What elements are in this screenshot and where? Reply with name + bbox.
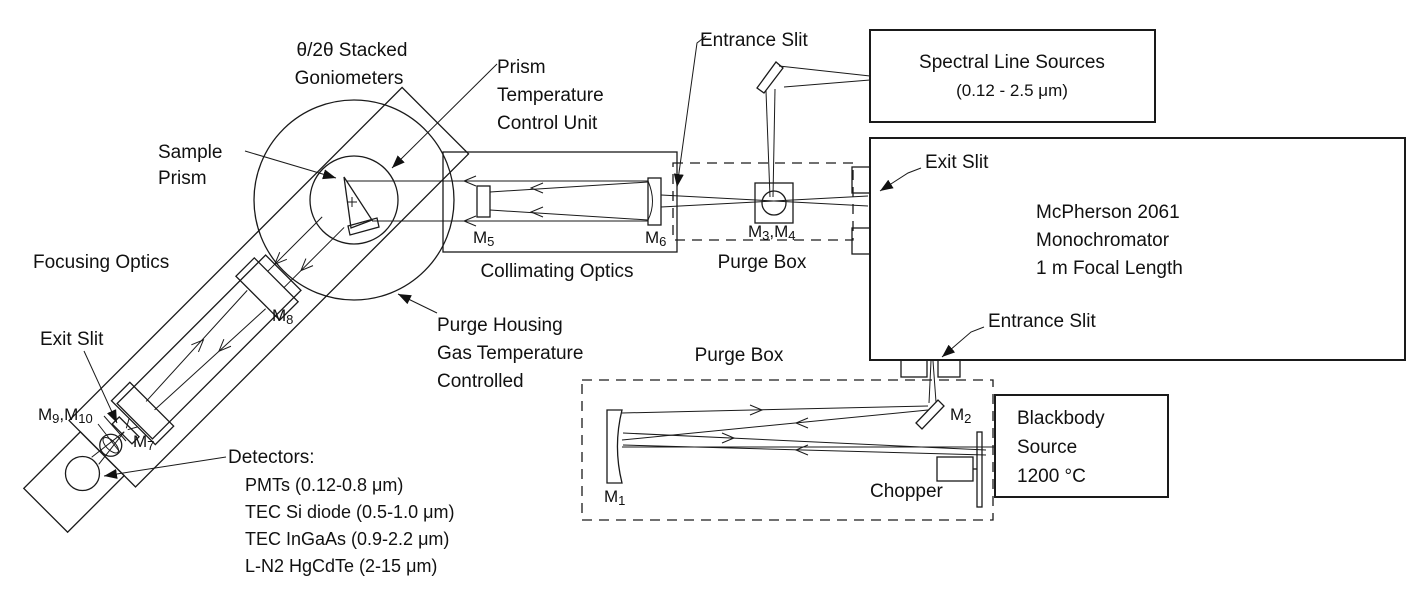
collimating-housing [442,151,678,253]
lens-inner [102,436,120,454]
m2-label: M2 [950,405,971,426]
sample-prism-line1: Sample [158,142,222,163]
fold-mirror [756,61,784,94]
spectral-sources-range: (0.12 - 2.5 μm) [956,81,1068,100]
m6-mirror [647,177,662,226]
purge-box-bottom-label: Purge Box [695,345,784,366]
blackbody-box: Blackbody Source 1200 °C [994,394,1169,498]
m1-mirror [606,409,623,484]
detectors-heading: Detectors: [228,447,315,468]
m8-label: M8 [272,306,293,327]
collimating-optics-box [346,151,678,253]
purge-housing-circle [253,99,455,301]
m1-label: M1 [604,487,625,508]
chopper-motor [936,456,974,482]
entrance-slit-mono-label: Entrance Slit [988,311,1096,332]
m2-mirror [915,399,945,430]
goniometer-housing [253,99,455,301]
focusing-optics-label: Focusing Optics [33,252,169,273]
leader-entrance-slit-mono [941,326,985,358]
m7-label: M7 [133,432,154,453]
leader-lines [83,35,985,479]
detector-window [64,455,101,492]
prism-temp-ring-circle [309,155,399,245]
m6-label: M6 [645,228,666,249]
entrance-slit-housing-right [937,359,961,378]
leader-m9-m10-a [103,415,127,442]
blackbody-temp: 1200 °C [1017,466,1086,487]
leader-m9-m10-b [97,423,120,452]
exit-slit-housing-lower [851,227,871,255]
m9-m10-label: M9,M10 [38,405,93,426]
prism-tcu-line2: Temperature [497,85,604,106]
m3-m4-label: M3,M4 [748,222,796,243]
detector-item-1: PMTs (0.12-0.8 μm) [245,475,403,495]
source-box-beams [621,360,995,456]
leader-sample-prism [244,150,337,180]
spectral-sources-title: Spectral Line Sources [919,52,1105,73]
leader-purge-housing [397,293,438,314]
blackbody-line2: Source [1017,437,1077,458]
m5-mirror [476,185,491,218]
m8-mirror [234,256,300,322]
detector-item-3: TEC InGaAs (0.9-2.2 μm) [245,529,449,549]
entrance-slit-housing-left [900,359,928,378]
m9-m10-lens [99,433,123,457]
detector-box [22,430,126,534]
source-purge-box [581,360,995,521]
exit-slit-housing-upper [851,166,871,194]
chopper-blade [976,431,983,508]
leader-exit-slit-mono [879,167,922,192]
goniometer-label-line1: θ/2θ Stacked [297,40,408,61]
mid-beams [660,194,869,208]
purge-housing-line3: Controlled [437,371,524,392]
m6-curve [647,180,653,221]
mid-purge-box [660,162,869,241]
goniometer-label-line2: Goniometers [295,68,404,89]
mid-purge-outline [672,162,854,241]
spectral-sources-outline [869,29,1156,123]
focusing-arm [22,86,470,534]
prism-tcu-line3: Control Unit [497,113,598,134]
spectral-sources-box: Spectral Line Sources (0.12 - 2.5 μm) [869,29,1156,123]
arm-tube [116,254,302,440]
chopper-label: Chopper [870,481,944,502]
detector-item-2: TEC Si diode (0.5-1.0 μm) [245,502,454,522]
arm-beams [91,216,345,465]
entrance-slit-top-label: Entrance Slit [700,30,808,51]
m3-m4-housing [754,182,794,224]
monochromator-box: McPherson 2061 Monochromator 1 m Focal L… [851,137,1406,378]
labels: θ/2θ Stacked Goniometers Prism Temperatu… [33,30,1096,576]
blackbody-outline [994,394,1169,498]
source-purge-outline [581,379,994,521]
prism-tcu-line1: Prism [497,57,546,78]
leader-exit-slit-arm [83,350,118,424]
purge-housing-line2: Gas Temperature [437,343,583,364]
center-mark [347,197,357,207]
m5-label: M5 [473,228,494,249]
m7-mirror [110,381,175,446]
purge-housing-line1: Purge Housing [437,315,563,336]
exit-slit-arm-label: Exit Slit [40,329,104,350]
m3-m4-mirror [761,190,787,216]
line-source-fold [756,61,871,198]
monochromator-focal-length: 1 m Focal Length [1036,258,1183,279]
sample-prism-line2: Prism [158,168,207,189]
leader-entrance-slit-top [673,35,707,188]
source-beams [765,65,871,198]
leader-prism-tcu [391,63,498,169]
blackbody-line1: Blackbody [1017,408,1105,429]
monochromator-type: Monochromator [1036,230,1170,251]
collimating-beams [346,175,649,227]
monochromator-model: McPherson 2061 [1036,202,1180,223]
leader-detectors [103,456,227,479]
prism-base-shape [347,217,380,236]
detector-item-4: L-N2 HgCdTe (2-15 μm) [245,556,437,576]
purge-box-mid-label: Purge Box [718,252,807,273]
exit-slit-mono-label: Exit Slit [925,152,989,173]
collimating-optics-label: Collimating Optics [480,261,633,282]
